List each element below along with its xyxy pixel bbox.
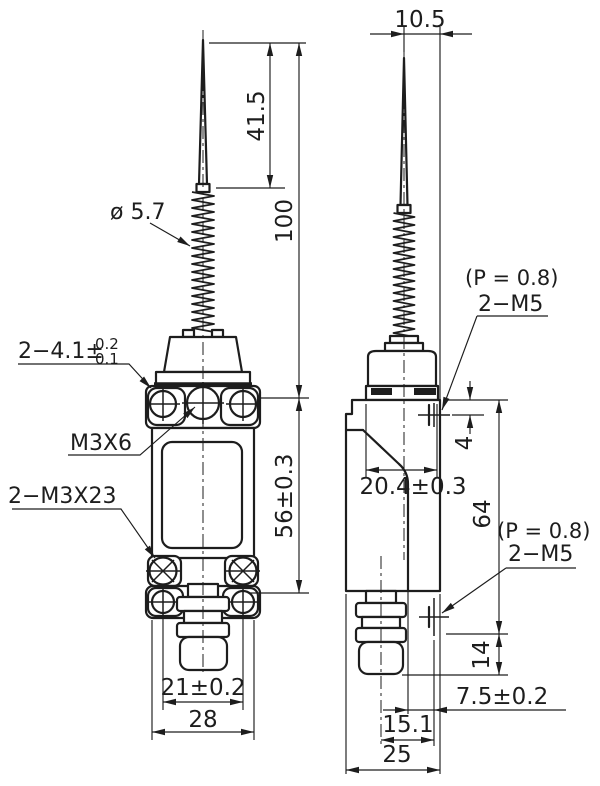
screw-cross-marks (146, 382, 450, 636)
leader-lower-conduit (441, 567, 576, 614)
dim-line-10-5 (370, 27, 472, 400)
front-plunger-bellows (175, 582, 231, 672)
side-head-cap (364, 334, 440, 402)
dim-line-4 (446, 381, 508, 434)
dim-whisker-tip-length: 41.5 (244, 90, 270, 141)
callout-lower-conduit: 2−M5 (508, 542, 573, 567)
dim-body-width: 28 (188, 707, 217, 733)
front-body (150, 426, 256, 560)
annotations: 41.5 100 56±0.3 ø 5.7 2−4.1± 0.2 0.1 M3X… (8, 7, 590, 768)
dim-overall-length: 100 (272, 199, 298, 243)
dim-body-height: 56±0.3 (272, 453, 298, 538)
leader-upper-conduit (441, 315, 548, 411)
dim-body-depth: 25 (382, 742, 411, 768)
dim-line-21 (162, 617, 244, 710)
dimension-arrowheads (139, 30, 503, 774)
leader-cover-screws (12, 508, 156, 559)
callout-whisker-diameter: ø 5.7 (110, 200, 165, 225)
callout-mounting-holes: 2−4.1± (18, 339, 104, 364)
callout-cover-screws: 2−M3X23 (8, 484, 116, 509)
dim-plunger-length: 14 (469, 640, 495, 669)
dim-line-28 (151, 620, 255, 740)
dim-line-64 (446, 400, 508, 635)
callout-mounting-holes-tol-upper: 0.2 (95, 335, 119, 353)
head-screw-slot-right (414, 388, 436, 395)
callout-mounting-holes-tol-lower: 0.1 (95, 350, 119, 368)
leader-mounting-holes (18, 363, 152, 389)
front-coil-spring (191, 191, 215, 333)
dim-conduit-back-offset: 7.5±0.2 (456, 684, 548, 710)
side-body-seam (361, 428, 410, 593)
side-view (344, 56, 442, 676)
callout-upper-conduit: 2−M5 (478, 292, 543, 317)
dim-head-depth: 20.4±0.3 (359, 474, 466, 500)
dim-line-7-5 (383, 591, 566, 746)
dim-whisker-offset: 10.5 (394, 7, 445, 33)
callout-lower-conduit-pitch: (P = 0.8) (497, 519, 590, 543)
front-body-panel (160, 440, 244, 550)
leader-head-screw (68, 406, 196, 456)
callout-upper-conduit-pitch: (P = 0.8) (465, 266, 558, 290)
centerlines (202, 30, 405, 746)
dim-line-25 (345, 594, 441, 774)
dim-conduit-hole-offset: 4 (452, 436, 478, 451)
dim-conduit-axis-offset: 15.1 (382, 712, 433, 738)
dim-body-length: 64 (470, 499, 496, 528)
head-screw-slot-left (371, 388, 392, 395)
callout-head-screw: M3X6 (70, 431, 132, 456)
dim-mounting-hole-spacing: 21±0.2 (160, 675, 245, 701)
